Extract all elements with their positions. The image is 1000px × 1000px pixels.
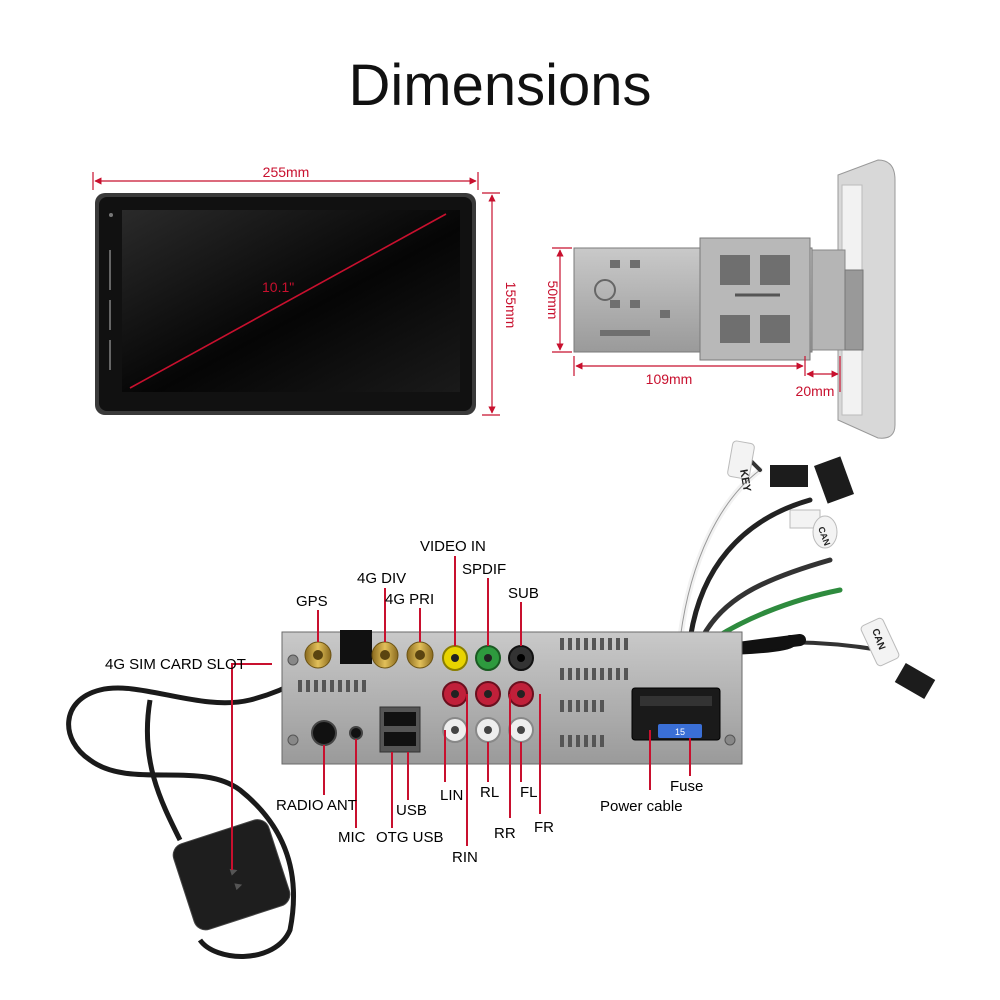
- label-lin: LIN: [440, 787, 463, 804]
- sim-module: ▲ ▲: [172, 819, 291, 931]
- power-led: [109, 213, 113, 217]
- gps-connector[interactable]: [304, 641, 332, 669]
- rin-jack[interactable]: [442, 681, 468, 707]
- svg-text:15: 15: [675, 727, 685, 737]
- 4g-pri-connector[interactable]: [406, 641, 434, 669]
- height-label: 155mm: [503, 282, 519, 329]
- label-power-cable: Power cable: [600, 798, 683, 815]
- diagonal-label: 10.1": [262, 279, 294, 295]
- label-video-in: VIDEO IN: [420, 538, 486, 555]
- sim-slot-connector[interactable]: [340, 630, 372, 664]
- key-tag-label: KEY: [737, 468, 753, 493]
- mic-jack[interactable]: [349, 726, 363, 740]
- label-mic: MIC: [338, 829, 366, 846]
- label-rr: RR: [494, 825, 516, 842]
- video-in-jack[interactable]: [442, 645, 468, 671]
- label-otg-usb: OTG USB: [376, 829, 444, 846]
- side-view: 50mm 109mm 20mm: [545, 159, 896, 439]
- rl-jack[interactable]: [475, 717, 501, 743]
- label-spdif: SPDIF: [462, 561, 506, 578]
- connector-labels: VIDEO IN SPDIF SUB GPS 4G DIV 4G PRI 4G …: [105, 538, 703, 866]
- fr-jack[interactable]: [508, 681, 534, 707]
- rear-panel: 15: [281, 630, 743, 765]
- label-rin: RIN: [452, 849, 478, 866]
- diagonal-line: [129, 213, 447, 389]
- label-rl: RL: [480, 784, 499, 801]
- chassis-depth-label: 109mm: [646, 371, 693, 387]
- sim-cable: [66, 648, 347, 959]
- panel-offset-label: 20mm: [796, 383, 835, 399]
- radio-ant-connector[interactable]: [311, 720, 337, 746]
- label-sub: SUB: [508, 585, 539, 602]
- front-view: 10.1" 255mm 155mm: [92, 164, 519, 416]
- label-4g-pri: 4G PRI: [385, 591, 434, 608]
- harness-plug: [814, 456, 854, 504]
- label-fuse: Fuse: [670, 778, 703, 795]
- key-plug: [770, 465, 808, 487]
- leader-lines: [231, 556, 691, 870]
- label-sim-slot: 4G SIM CARD SLOT: [105, 656, 246, 673]
- spdif-jack[interactable]: [475, 645, 501, 671]
- sub-jack[interactable]: [508, 645, 534, 671]
- label-fr: FR: [534, 819, 554, 836]
- label-radio-ant: RADIO ANT: [276, 797, 357, 814]
- cable-harness: [677, 448, 882, 661]
- fl-jack[interactable]: [508, 717, 534, 743]
- label-4g-div: 4G DIV: [357, 570, 406, 587]
- width-label: 255mm: [263, 164, 310, 180]
- chassis-height-label: 50mm: [545, 281, 561, 320]
- usb-ports[interactable]: [379, 706, 421, 753]
- power-connector[interactable]: 15: [631, 687, 721, 741]
- can-plug: [894, 662, 936, 700]
- label-usb: USB: [396, 802, 427, 819]
- cable-tags: KEY CAN CAN: [727, 440, 936, 700]
- lin-jack[interactable]: [442, 717, 468, 743]
- 4g-div-connector[interactable]: [371, 641, 399, 669]
- page-title: Dimensions: [348, 53, 652, 118]
- label-fl: FL: [520, 784, 538, 801]
- fuse: [658, 724, 702, 738]
- rr-jack[interactable]: [475, 681, 501, 707]
- label-gps: GPS: [296, 593, 328, 610]
